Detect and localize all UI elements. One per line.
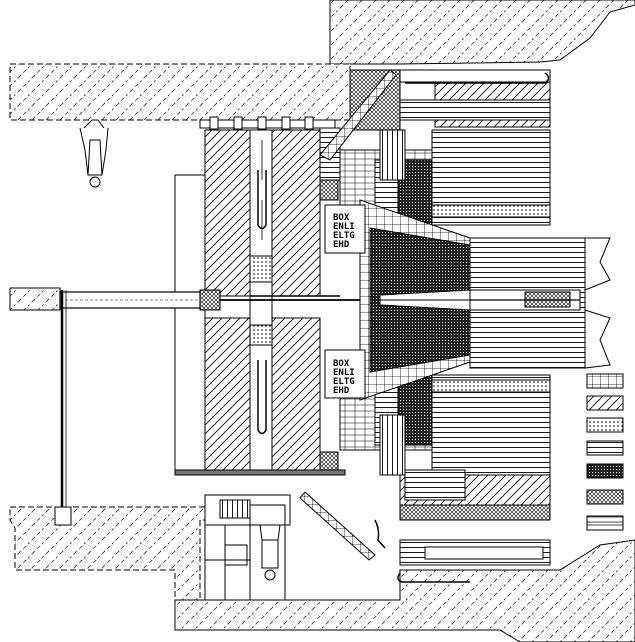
legend-swatch-grid xyxy=(586,373,624,389)
legend xyxy=(586,373,624,531)
endcap-upper-right xyxy=(271,129,321,297)
lower-label-line-3: ELTG xyxy=(333,377,355,387)
support-structures xyxy=(199,116,336,130)
endcap-upper-left xyxy=(204,129,251,297)
lower-left-floor xyxy=(9,506,221,601)
endcap-lower-left xyxy=(204,317,251,471)
lower-label-line-1: BOX xyxy=(333,359,350,369)
legend-swatch-fine-crosshatch xyxy=(586,489,624,505)
upper-rock-mass xyxy=(329,0,635,65)
legend-swatch-diagonal-hatch xyxy=(586,395,624,411)
lower-slanted-rail xyxy=(299,491,376,561)
central-detector xyxy=(299,69,611,583)
module-label-text: BOX ENLI ELTG EHD BOX ENLI ELTG EHD xyxy=(333,213,355,396)
beam-pipe-left xyxy=(9,287,470,526)
upper-label-line-4: EHD xyxy=(333,240,350,250)
lower-module-box xyxy=(324,349,366,399)
upper-label-line-3: ELTG xyxy=(333,231,355,241)
lower-label-line-4: EHD xyxy=(333,386,350,396)
upper-label-line-1: BOX xyxy=(333,213,350,223)
legend-swatch-horizontal-lines xyxy=(586,440,624,456)
human-figure-upper xyxy=(79,119,109,188)
legend-swatch-dense-crosshatch xyxy=(586,463,624,479)
lower-label-line-2: ENLI xyxy=(333,368,355,378)
upper-module-box xyxy=(324,204,366,254)
legend-swatch-dots xyxy=(586,417,624,433)
left-endcap-block xyxy=(174,129,346,476)
upper-label-line-2: ENLI xyxy=(333,222,355,232)
endcap-lower-right xyxy=(271,317,321,471)
outer-frame xyxy=(174,174,206,473)
legend-swatch-double-lines xyxy=(586,515,624,531)
cavern-walls xyxy=(9,0,635,642)
upper-left-wall xyxy=(9,63,351,121)
lower-platform-machinery xyxy=(204,494,291,601)
lower-right-floor xyxy=(174,539,635,642)
upper-black-bar xyxy=(199,119,336,129)
upper-slanted-rail xyxy=(319,69,397,161)
